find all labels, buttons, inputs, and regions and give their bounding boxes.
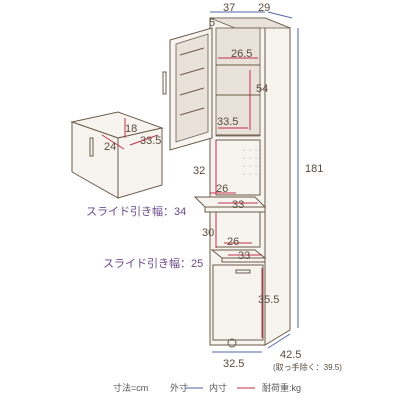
dim-base-depth: 42.5 — [280, 349, 301, 361]
dim-slide-height: 32 — [193, 165, 205, 177]
dim-top-gap: 5 — [209, 17, 215, 29]
dim-upper-inner-height: 54 — [256, 83, 268, 95]
legend-unit: 寸法=cm — [113, 382, 148, 393]
dim-drawer-height: 35.5 — [258, 294, 279, 306]
inner-dimension-arrows — [101, 57, 263, 338]
storage-box — [70, 111, 164, 199]
legend-load: 耐荷重:kg — [262, 382, 301, 393]
dim-total-height: 181 — [305, 163, 323, 175]
legend-inner: 内寸 — [209, 382, 227, 393]
dim-slide1-width: 26 — [216, 183, 228, 195]
dim-box-width: 24 — [104, 141, 116, 153]
cabinet-door — [162, 27, 213, 151]
dim-drawer-gap-height: 30 — [202, 227, 214, 239]
dim-box-depth: 33.5 — [140, 135, 161, 147]
slide1-pull-label: スライド引き幅：34 — [86, 204, 186, 218]
dim-shelf-inner-width: 26.5 — [231, 48, 252, 60]
dim-upper-inner-depth: 33.5 — [217, 116, 238, 128]
legend: 寸法=cm 外寸 内寸 耐荷重:kg — [113, 382, 301, 393]
dim-base-depth-note: (取っ手除く：39.5) — [273, 362, 342, 372]
slide2-pull-label: スライド引き幅：25 — [103, 256, 203, 270]
cabinet-body — [193, 17, 291, 348]
dim-slide2-width: 26 — [227, 236, 239, 248]
legend-outer: 外寸 — [170, 382, 188, 393]
dim-top-width: 37 — [223, 2, 235, 14]
dim-base-width: 32.5 — [223, 358, 244, 370]
dim-top-depth: 29 — [258, 2, 270, 14]
dim-box-height: 18 — [125, 123, 137, 135]
outer-dimension-arrows — [210, 11, 299, 353]
dim-slide2-depth: 33 — [238, 250, 250, 262]
dim-slide1-depth: 33 — [232, 199, 244, 211]
